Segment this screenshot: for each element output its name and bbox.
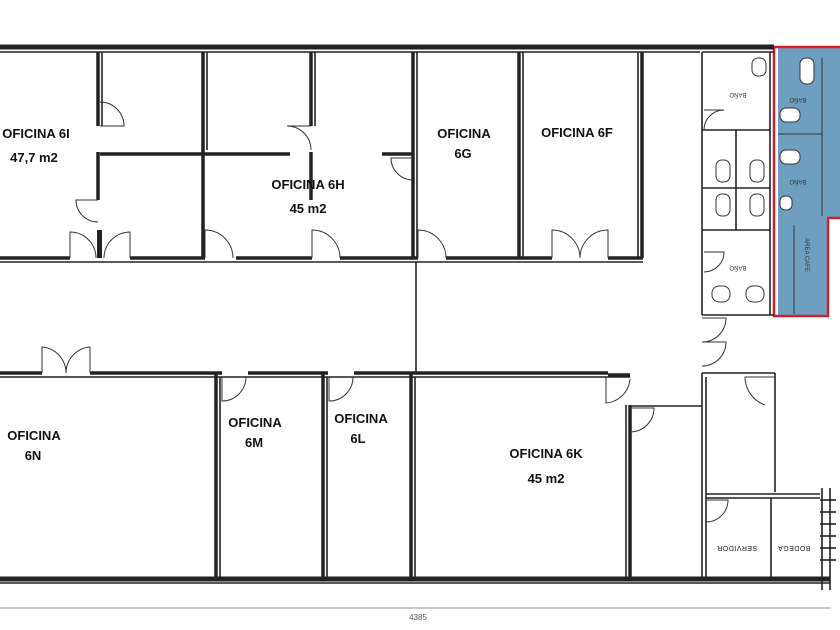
wc-door-1 [703,109,725,131]
door-6g [417,229,447,259]
bathroom-block: BAÑO BAÑO [702,51,774,316]
wc-sink-2 [745,285,765,303]
label-bodega: BODEGA [778,544,811,551]
label-oficina-6m-line2: 6M [245,435,263,450]
label-oficina-6n-line2: 6N [25,448,42,463]
door-6i-left [75,199,99,223]
highlight-sink [799,57,815,85]
bottom-offices-walls [0,371,820,579]
wc-toilet-1 [715,159,731,183]
wc-toilet-3 [715,193,731,217]
label-bano-3: BAÑO [789,96,806,103]
label-oficina-6h: OFICINA 6H [271,177,344,192]
label-oficina-6l-line2: 6L [350,431,365,446]
highlight-wc-2 [779,149,801,165]
highlight-wc-1 [779,107,801,123]
dimension-line: 4385 [0,607,830,622]
top-doors [69,101,609,259]
door-corridor-right [629,407,655,433]
label-area-cafe: AREA CAFE [803,238,809,272]
label-bano-4: BAÑO [789,178,806,185]
label-oficina-6g-line1: OFICINA [437,126,491,141]
door-6f-r [579,229,609,259]
label-oficina-6k-area: 45 m2 [528,471,565,486]
wc-toilet-2 [749,159,765,183]
label-oficina-6f: OFICINA 6F [541,125,613,140]
door-6h-right [390,157,414,181]
door-6n-l [41,346,67,374]
door-6h-bottom-l [204,229,234,259]
label-servidor: SERVIDOR [717,544,757,551]
label-oficina-6g-line2: 6G [454,146,471,161]
label-bano-1: BAÑO [729,91,746,98]
label-oficina-6i: OFICINA 6I [2,126,69,141]
label-oficina-6m-line1: OFICINA [228,415,282,430]
door-6l [328,376,354,402]
door-wc-block-2 [701,341,727,367]
stairs [820,488,836,590]
label-oficina-6h-area: 45 m2 [290,201,327,216]
door-servidor [705,499,729,523]
wc-door-2 [703,251,725,273]
door-6m [221,376,247,402]
highlighted-zone: BAÑO BAÑO AREA CAFE [772,45,840,318]
dimension-text: 4385 [409,613,427,622]
label-bano-2: BAÑO [729,264,746,271]
door-6i-bottom-r [103,231,131,259]
label-oficina-6l-line1: OFICINA [334,411,388,426]
top-offices-walls [0,51,703,315]
label-oficina-6i-area: 47,7 m2 [10,150,58,165]
door-6n-r [65,346,91,374]
highlight-fill-bottom [778,218,828,315]
door-6h-top [286,125,312,151]
door-6f-l [551,229,581,259]
door-6i-top [99,101,125,127]
room-labels: OFICINA 6I 47,7 m2 OFICINA 6H 45 m2 OFIC… [2,125,810,551]
wc-sink-top [751,57,767,77]
bottom-doors [41,317,775,523]
label-oficina-6n-line1: OFICINA [7,428,61,443]
door-6k [605,377,631,404]
highlight-wc-3 [779,195,793,211]
highlight-border [772,45,840,318]
door-6h-bottom-r [311,229,341,259]
door-6i-bottom-l [69,231,97,259]
wc-toilet-4 [749,193,765,217]
label-oficina-6k: OFICINA 6K [509,446,583,461]
door-bodega [744,376,775,406]
door-6i-post [97,230,102,258]
door-wc-block [701,317,727,343]
wc-sink-1 [711,285,731,303]
